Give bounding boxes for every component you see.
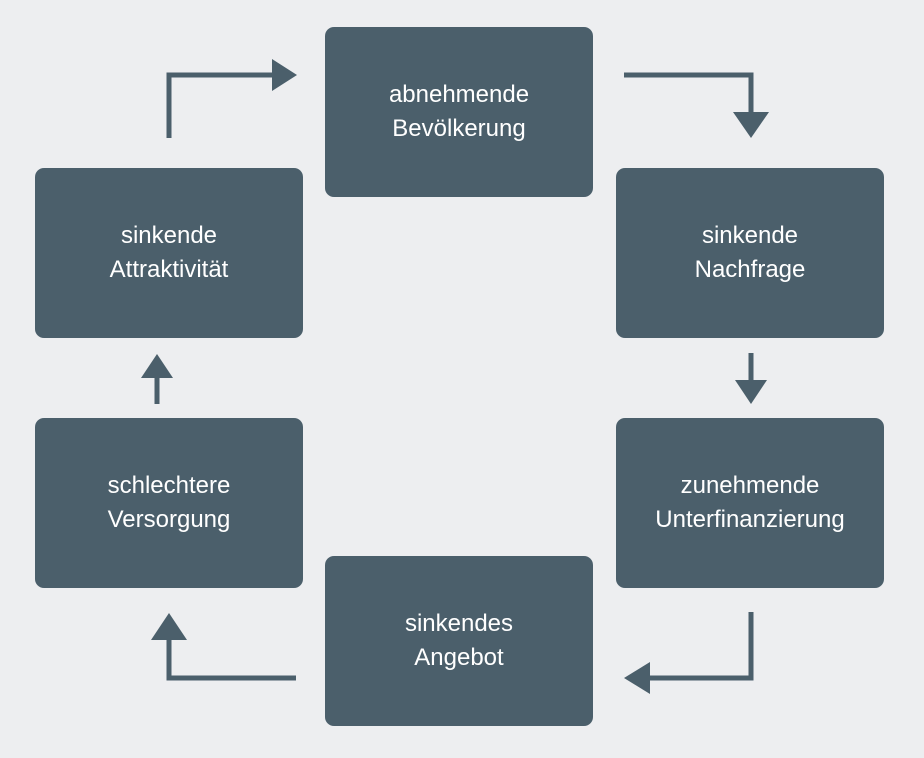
box-label-line1: abnehmende	[388, 81, 530, 108]
arrowhead-up-icon	[151, 613, 187, 640]
arrowhead-left-icon	[624, 662, 650, 694]
box-sinkendes-angebot: sinkendes Angebot	[325, 556, 593, 726]
box-label-line1: zunehmende	[680, 472, 820, 499]
box-label-line2: Nachfrage	[694, 256, 806, 283]
box-label-line2: Versorgung	[107, 506, 231, 533]
box-label-line1: sinkende	[701, 222, 799, 249]
box-label-line1: schlechtere	[107, 472, 231, 499]
arrowhead-up-icon	[141, 354, 173, 378]
arrowhead-down-icon	[735, 380, 767, 404]
arrow-angebot-to-versorgung	[166, 640, 296, 681]
box-label-line2: Attraktivität	[109, 256, 229, 283]
box-schlechtere-versorgung: schlechtere Versorgung	[35, 418, 303, 588]
box-label-line1: sinkende	[120, 222, 218, 249]
arrow-top-to-nachfrage	[624, 72, 754, 112]
box-zunehmende-unterfinanzierung: zunehmende Unterfinanzierung	[616, 418, 884, 588]
arrow-attraktivitaet-to-bevoelkerung	[166, 72, 272, 138]
box-label-line1: sinkendes	[404, 610, 514, 637]
arrowhead-down-icon	[733, 112, 769, 138]
box-sinkende-nachfrage: sinkende Nachfrage	[616, 168, 884, 338]
box-label-line2: Unterfinanzierung	[655, 506, 845, 533]
box-label-line2: Bevölkerung	[392, 115, 526, 142]
box-label-line2: Angebot	[414, 644, 504, 671]
box-abnehmende-bevoelkerung: abnehmende Bevölkerung	[325, 27, 593, 197]
arrow-unterfinanzierung-to-angebot	[650, 612, 754, 681]
box-sinkende-attraktivitaet: sinkende Attraktivität	[35, 168, 303, 338]
arrowhead-right-icon	[272, 59, 297, 91]
